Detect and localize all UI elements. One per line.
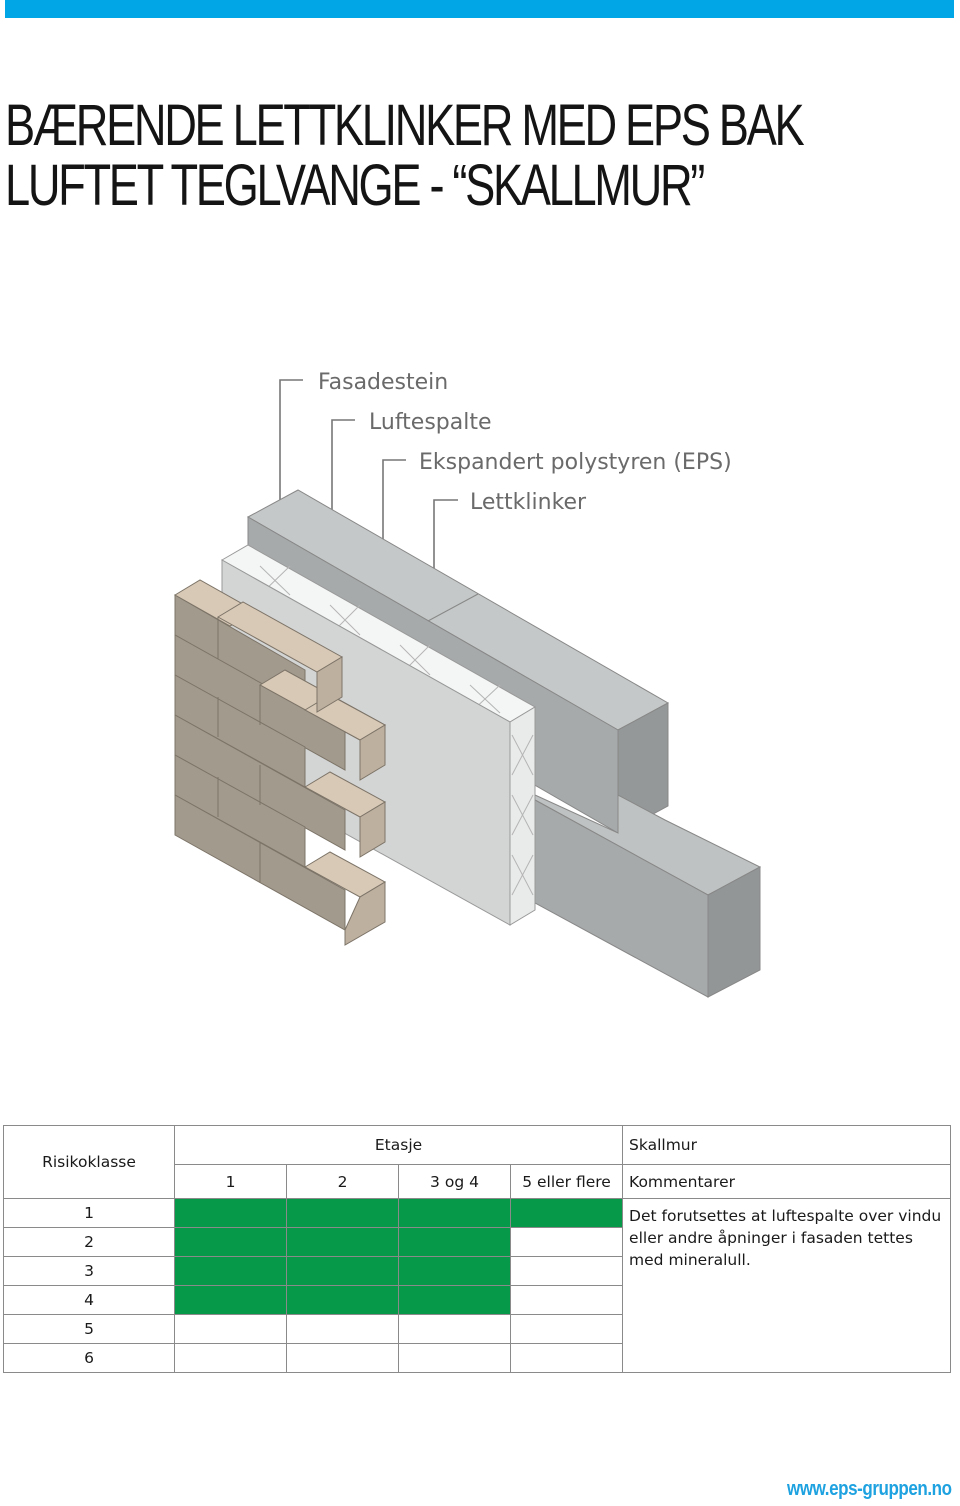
floor-header-5-plus: 5 eller flere <box>509 1164 624 1199</box>
risk-class-header: Risikoklasse <box>3 1125 175 1199</box>
label-lettklinker: Lettklinker <box>470 490 587 515</box>
label-eps: Ekspandert polystyren (EPS) <box>419 450 732 475</box>
floor-cell <box>398 1256 511 1286</box>
risk-class-cell: 2 <box>3 1227 175 1257</box>
floor-cell <box>174 1256 287 1286</box>
website-link[interactable]: www.eps-gruppen.no <box>787 1478 952 1500</box>
table-row: 3 <box>3 1256 951 1286</box>
floor-cell <box>174 1227 287 1257</box>
risk-class-cell: 3 <box>3 1256 175 1286</box>
floor-header-3-4: 3 og 4 <box>398 1164 511 1199</box>
table-row: 1 Det forutsettes at luftespalte over vi… <box>3 1198 952 1373</box>
floor-cell <box>509 1198 624 1228</box>
floor-header-1: 1 <box>174 1164 287 1199</box>
risk-class-cell: 1 <box>3 1198 175 1228</box>
floor-cell <box>509 1256 624 1286</box>
floor-cell <box>398 1227 511 1257</box>
title-line-1: BÆRENDE LETTKLINKER MED EPS BAK <box>5 93 805 158</box>
table-header-row-2: 1 2 3 og 4 5 eller flere Kommentarer <box>4 1164 952 1199</box>
floor-cell <box>509 1343 624 1373</box>
floor-cell <box>174 1285 287 1315</box>
etasje-header: Etasje <box>173 1125 624 1165</box>
floor-cell <box>398 1285 511 1315</box>
floor-cell <box>174 1314 287 1344</box>
table-row: 6 <box>3 1343 951 1373</box>
label-luftespalte: Luftespalte <box>369 410 492 435</box>
floor-cell <box>509 1285 624 1315</box>
page-title: BÆRENDE LETTKLINKER MED EPS BAK LUFTET T… <box>5 93 805 218</box>
floor-cell <box>509 1314 624 1344</box>
floor-cell <box>286 1256 399 1286</box>
wall-section-illustration: Fasadestein Luftespalte Ekspandert polys… <box>160 355 780 1015</box>
comment-cell: Det forutsettes at luftespalte over vind… <box>622 1198 952 1373</box>
table-row: 5 <box>3 1314 951 1344</box>
floor-cell <box>286 1285 399 1315</box>
floor-cell <box>398 1314 511 1344</box>
floor-cell <box>398 1198 511 1228</box>
skallmur-header: Skallmur <box>622 1125 952 1165</box>
comments-header: Kommentarer <box>622 1164 952 1199</box>
risk-class-cell: 6 <box>3 1343 175 1373</box>
floor-cell <box>286 1198 399 1228</box>
label-fasadestein: Fasadestein <box>318 370 448 395</box>
title-line-2: LUFTET TEGLVANGE - “SKALLMUR” <box>5 153 705 218</box>
table-row: 2 <box>3 1227 951 1257</box>
risk-class-cell: 5 <box>3 1314 175 1344</box>
risk-class-table: Risikoklasse Etasje Skallmur 1 2 3 og 4 … <box>3 1125 952 1373</box>
floor-cell <box>509 1227 624 1257</box>
floor-cell <box>398 1343 511 1373</box>
floor-cell <box>286 1343 399 1373</box>
wall-section-drawing: Fasadestein Luftespalte Ekspandert polys… <box>174 370 762 998</box>
floor-cell <box>286 1314 399 1344</box>
risk-class-cell: 4 <box>3 1285 175 1315</box>
table-header-row-1: Risikoklasse Etasje Skallmur <box>3 1125 952 1199</box>
floor-cell <box>174 1343 287 1373</box>
top-accent-bar <box>5 0 954 18</box>
floor-cell <box>174 1198 287 1228</box>
floor-cell <box>286 1227 399 1257</box>
floor-header-2: 2 <box>286 1164 399 1199</box>
